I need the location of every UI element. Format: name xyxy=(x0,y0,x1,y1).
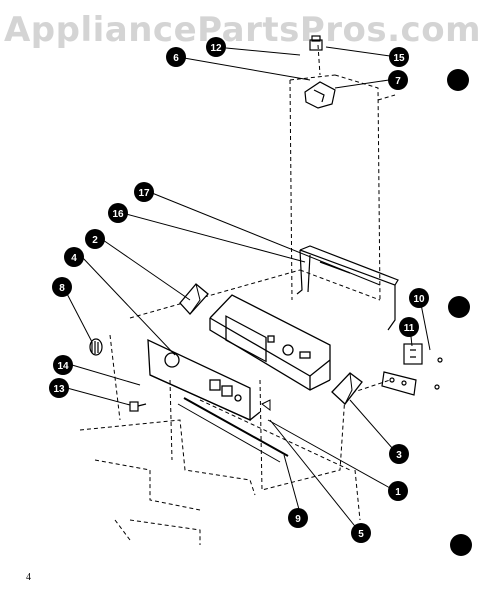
callout-8: 8 xyxy=(52,277,72,297)
callout-13: 13 xyxy=(49,378,69,398)
bracket-part xyxy=(304,81,336,109)
svg-text:16: 16 xyxy=(112,209,124,220)
knob-part xyxy=(89,338,103,356)
svg-text:14: 14 xyxy=(57,361,69,372)
bracket-plate xyxy=(381,371,440,396)
top-clip-part xyxy=(309,35,323,51)
leader-lines xyxy=(63,46,431,531)
callout-12: 12 xyxy=(206,37,226,57)
back-bracket xyxy=(296,245,399,331)
svg-text:11: 11 xyxy=(404,323,415,334)
callout-1: 1 xyxy=(388,481,408,501)
svg-text:8: 8 xyxy=(59,283,65,294)
callout-9: 9 xyxy=(288,508,308,528)
svg-text:1: 1 xyxy=(395,487,401,498)
page-number: 4 xyxy=(26,572,31,583)
right-end-cap xyxy=(331,372,363,405)
svg-text:7: 7 xyxy=(395,76,401,87)
svg-text:17: 17 xyxy=(138,188,150,199)
screw-part xyxy=(129,401,147,412)
svg-text:9: 9 xyxy=(295,514,301,525)
binder-hole-bottom xyxy=(450,534,472,556)
binder-hole-middle xyxy=(448,296,470,318)
watermark-text: AppliancePartsPros.com xyxy=(3,10,481,50)
svg-text:4: 4 xyxy=(71,253,77,264)
svg-text:2: 2 xyxy=(92,235,98,246)
control-console xyxy=(209,294,331,391)
dashed-assembly-lines xyxy=(79,44,396,545)
callout-16: 16 xyxy=(108,203,128,223)
svg-text:5: 5 xyxy=(358,529,364,540)
callout-6: 6 xyxy=(166,47,186,67)
callout-7: 7 xyxy=(388,70,408,90)
front-panel xyxy=(147,338,261,422)
svg-text:15: 15 xyxy=(393,53,405,64)
rod-part xyxy=(183,397,289,457)
mount-tab xyxy=(261,399,271,411)
svg-text:3: 3 xyxy=(396,450,402,461)
callout-11: 11 xyxy=(399,317,419,337)
svg-text:13: 13 xyxy=(53,384,65,395)
binder-hole-top xyxy=(447,69,469,91)
callout-3: 3 xyxy=(389,444,409,464)
switch-part xyxy=(403,343,443,365)
callout-15: 15 xyxy=(389,47,409,67)
svg-text:12: 12 xyxy=(210,43,222,54)
left-end-cap xyxy=(179,283,209,315)
svg-text:6: 6 xyxy=(173,53,179,64)
callout-2: 2 xyxy=(85,229,105,249)
callout-17: 17 xyxy=(134,182,154,202)
svg-text:10: 10 xyxy=(413,294,425,305)
callout-5: 5 xyxy=(351,523,371,543)
callout-14: 14 xyxy=(53,355,73,375)
callout-4: 4 xyxy=(64,247,84,267)
callout-10: 10 xyxy=(409,288,429,308)
